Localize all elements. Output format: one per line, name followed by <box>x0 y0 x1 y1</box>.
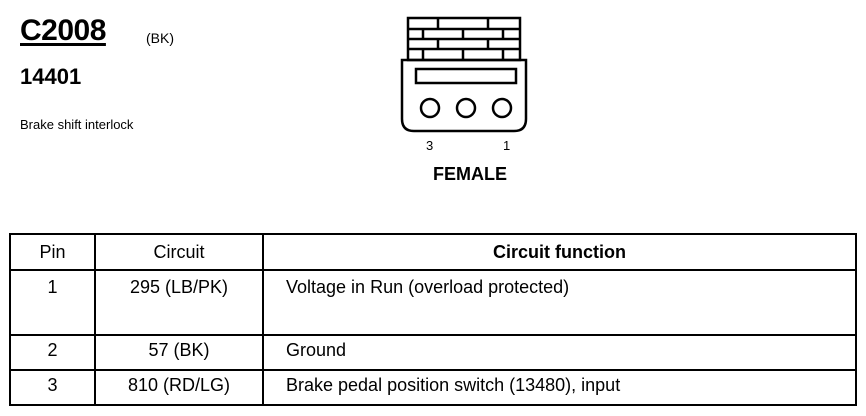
table-row: 1 295 (LB/PK) Voltage in Run (overload p… <box>9 269 857 336</box>
connector-gender: FEMALE <box>433 164 507 184</box>
connector-id: C2008 <box>20 14 106 47</box>
function-cell: Brake pedal position switch (13480), inp… <box>262 369 857 406</box>
pin-cell: 2 <box>9 334 96 371</box>
circuit-cell: 810 (RD/LG) <box>94 369 264 406</box>
function-cell: Ground <box>262 334 857 371</box>
pin-number-left: 3 <box>426 138 434 153</box>
pin-number-right: 1 <box>503 138 511 153</box>
part-number: 14401 <box>20 64 82 89</box>
pin-cell: 1 <box>9 269 96 336</box>
connector-face-diagram <box>400 16 528 133</box>
table-row: 3 810 (RD/LG) Brake pedal position switc… <box>9 369 857 406</box>
table-header-row: Pin Circuit Circuit function <box>9 233 857 271</box>
table-row: 2 57 (BK) Ground <box>9 334 857 371</box>
function-cell: Voltage in Run (overload protected) <box>262 269 857 336</box>
header-circuit: Circuit <box>94 233 264 271</box>
pin-cell: 3 <box>9 369 96 406</box>
circuit-cell: 295 (LB/PK) <box>94 269 264 336</box>
connector-description: Brake shift interlock <box>20 117 134 132</box>
pinout-table: Pin Circuit Circuit function 1 295 (LB/P… <box>9 233 857 406</box>
header-pin: Pin <box>9 233 96 271</box>
connector-color: (BK) <box>146 30 174 46</box>
header-circuit-function: Circuit function <box>262 233 857 271</box>
circuit-cell: 57 (BK) <box>94 334 264 371</box>
